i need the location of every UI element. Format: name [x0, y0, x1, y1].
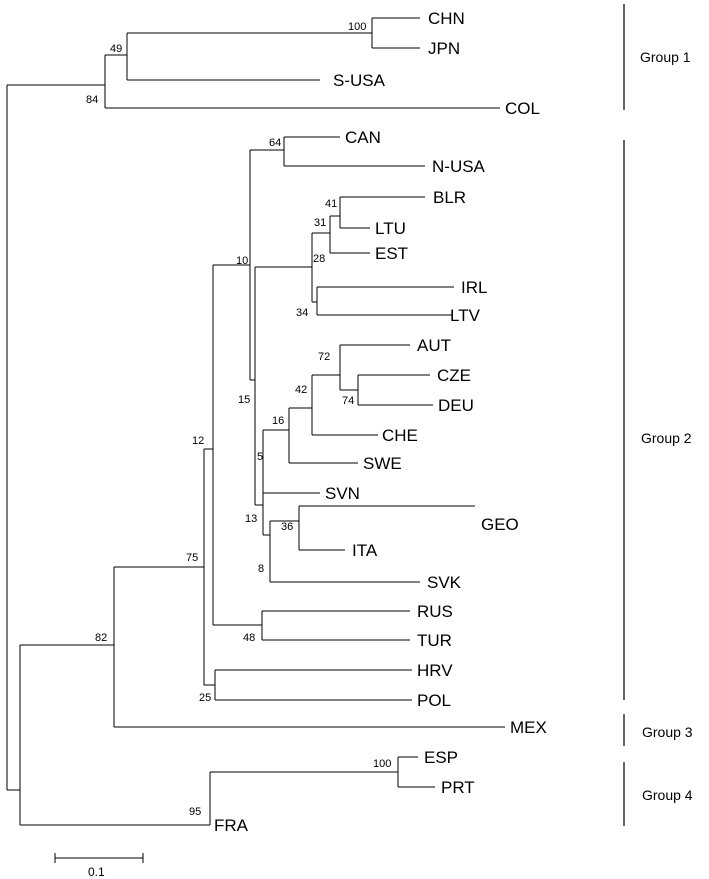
branch-node-5 [254, 266, 312, 506]
bootstrap-label: 16 [272, 415, 284, 427]
scale-bar: 0.1 [54, 853, 144, 879]
group-brackets: Group 1 Group 2 Group 3 Group 4 [623, 4, 693, 826]
bootstrap-label: 49 [110, 43, 122, 55]
branch-node-13 [262, 429, 289, 536]
branch-node-48 [261, 610, 410, 641]
bootstrap-label: 34 [296, 307, 308, 319]
branch-node-36 [298, 505, 475, 551]
branch-node-75 [113, 566, 505, 728]
leaf-label: SVN [325, 484, 360, 503]
branch-node-84 [104, 55, 500, 109]
bootstrap-label: 64 [269, 137, 281, 149]
leaf-label: SWE [363, 454, 402, 473]
leaf-label: TUR [417, 631, 452, 650]
leaf-label: DEU [438, 396, 474, 415]
branch-node-95 [20, 772, 211, 826]
branch-node-28 [311, 232, 330, 303]
branch-node-8 [269, 520, 420, 583]
bootstrap-label: 100 [373, 758, 391, 770]
bootstrap-label: 28 [313, 253, 325, 265]
leaf-label: JPN [428, 39, 460, 58]
leaf-label: RUS [417, 602, 453, 621]
bootstrap-label: 31 [314, 217, 326, 229]
leaf-label: S-USA [333, 71, 386, 90]
tree-branches [6, 17, 505, 826]
branch-node-15 [249, 149, 284, 381]
bootstrap-label: 13 [245, 513, 257, 525]
bootstrap-label: 5 [257, 451, 263, 463]
leaf-label: LTU [375, 219, 406, 238]
leaf-label: FRA [214, 816, 249, 835]
leaf-label: AUT [417, 336, 451, 355]
group-3-label: Group 3 [642, 724, 693, 740]
scale-bar-label: 0.1 [88, 865, 105, 879]
branch-node-49 [105, 33, 320, 81]
bootstrap-label: 75 [186, 552, 198, 564]
bootstrap-values: 100 49 84 64 41 31 28 34 10 72 74 42 16 … [86, 21, 391, 818]
bootstrap-label: 41 [325, 198, 337, 210]
bootstrap-label: 95 [189, 806, 201, 818]
bootstrap-label: 36 [281, 521, 293, 533]
bootstrap-label: 100 [348, 21, 366, 33]
bootstrap-label: 12 [192, 435, 204, 447]
bootstrap-label: 42 [295, 384, 307, 396]
bootstrap-label: 10 [236, 255, 248, 267]
scale-bar-line [54, 853, 144, 863]
branch-node-16 [288, 407, 358, 464]
leaf-label: ITA [352, 541, 378, 560]
group-4-label: Group 4 [642, 787, 693, 803]
branch-node-12 [203, 448, 215, 686]
branch-node-chn-jpn [127, 17, 420, 49]
leaf-label: CAN [345, 128, 381, 147]
bootstrap-label: 74 [342, 395, 354, 407]
leaf-label: ESP [424, 748, 458, 767]
leaf-label: GEO [481, 515, 519, 534]
leaf-label: CHE [382, 426, 418, 445]
leaf-label: COL [505, 99, 540, 118]
bootstrap-label: 25 [199, 692, 211, 704]
bootstrap-label: 15 [238, 394, 250, 406]
leaf-label: CHN [428, 9, 465, 28]
leaf-label: EST [375, 244, 408, 263]
branch-node-31 [329, 215, 370, 254]
bootstrap-label: 84 [86, 94, 98, 106]
bootstrap-label: 82 [95, 632, 107, 644]
leaf-label: LTV [450, 306, 481, 325]
branch-node-25 [214, 669, 412, 701]
branch-node-82 [19, 644, 114, 825]
leaf-label: HRV [417, 661, 453, 680]
branch-node-10 [212, 264, 262, 626]
leaf-label: N-USA [432, 157, 486, 176]
leaf-label: PRT [441, 778, 475, 797]
leaf-label: BLR [433, 188, 466, 207]
leaf-label: SVK [427, 573, 462, 592]
leaf-label: IRL [461, 278, 487, 297]
leaf-label: CZE [437, 366, 471, 385]
leaf-label: POL [417, 691, 451, 710]
bootstrap-label: 72 [318, 351, 330, 363]
leaf-label: MEX [510, 718, 547, 737]
branch-node-72 [339, 344, 410, 391]
branch-node-34 [316, 286, 454, 316]
branch-node-100-esp-prt [210, 756, 435, 788]
bootstrap-label: 8 [258, 563, 264, 575]
branch-node-64 [283, 136, 425, 167]
branch-node-41 [339, 196, 425, 229]
branch-root [6, 84, 105, 791]
group-1-label: Group 1 [640, 49, 691, 65]
branch-node-42 [311, 374, 378, 436]
branch-node-74 [357, 374, 433, 406]
group-2-label: Group 2 [641, 430, 692, 446]
bootstrap-label: 48 [243, 632, 255, 644]
leaf-labels: CHN JPN S-USA COL CAN N-USA BLR LTU EST … [214, 9, 547, 835]
